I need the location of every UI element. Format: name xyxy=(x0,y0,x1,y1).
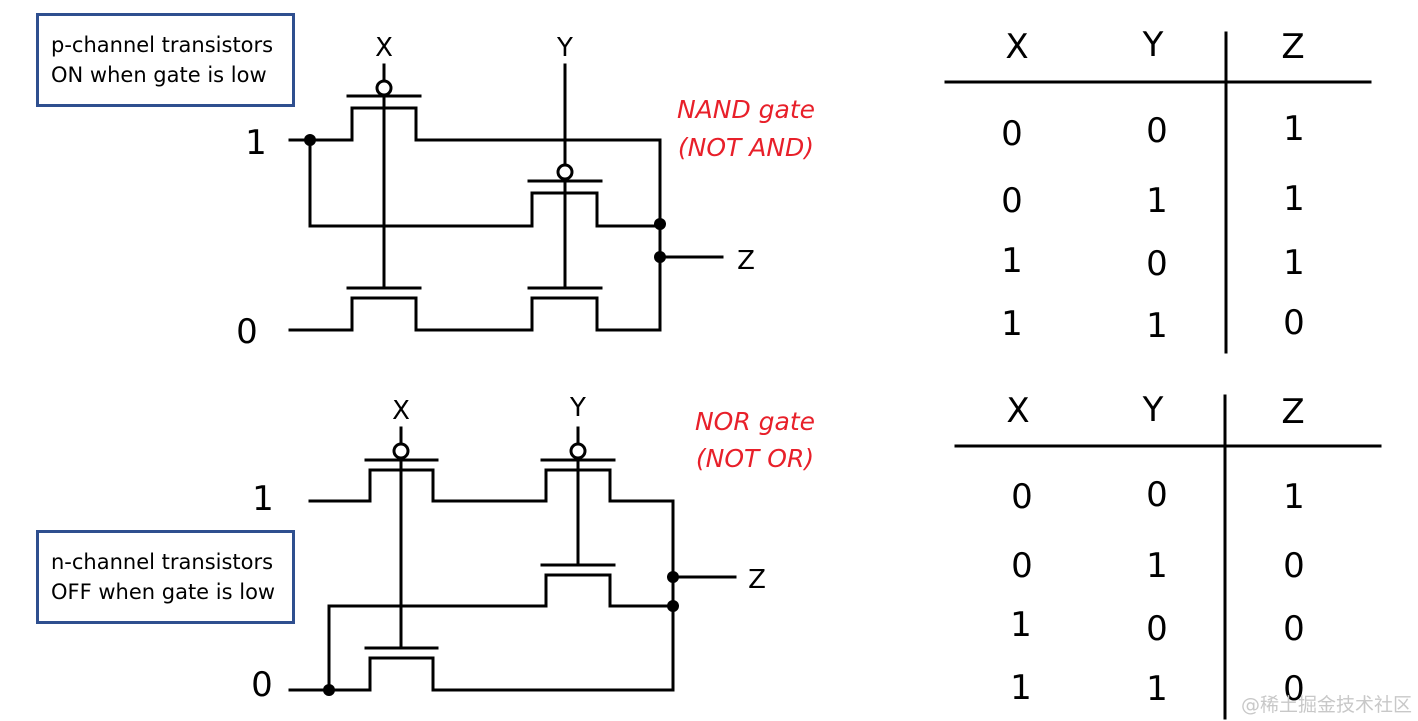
nand-cell: 1 xyxy=(1283,109,1305,149)
nor-cell: 1 xyxy=(1283,477,1305,517)
nand-cell: 0 xyxy=(1146,244,1168,284)
nand-table-header-z: Z xyxy=(1281,27,1304,67)
nor-cell: 0 xyxy=(1283,609,1305,649)
nand-cell: 1 xyxy=(1001,241,1023,281)
nand-vdd-label: 1 xyxy=(245,123,267,163)
nor-cell: 1 xyxy=(1010,605,1032,645)
nor-gnd-label: 0 xyxy=(251,665,273,705)
nor-subtitle: (NOT OR) xyxy=(696,444,814,473)
nand-cell: 0 xyxy=(1283,303,1305,343)
nand-cell: 0 xyxy=(1001,181,1023,221)
nor-cell: 0 xyxy=(1146,475,1168,515)
nand-circuit xyxy=(288,63,724,332)
nand-cell: 1 xyxy=(1283,243,1305,283)
nand-vdd-branch xyxy=(308,138,662,228)
p-channel-note: p-channel transistors ON when gate is lo… xyxy=(36,13,295,107)
nor-y-label: Y xyxy=(569,393,586,423)
watermark: @稀土掘金技术社区 xyxy=(1240,694,1412,716)
nor-truth-table: X Y Z 0 0 1 0 1 0 1 0 0 1 1 0 xyxy=(1006,390,1304,709)
nor-pfet-x-bubble xyxy=(392,442,410,460)
nand-cell: 1 xyxy=(1283,179,1305,219)
nand-table-header-x: X xyxy=(1005,27,1028,67)
nor-mid-wire xyxy=(327,573,675,692)
p-channel-note-line2: ON when gate is low xyxy=(51,63,267,87)
n-channel-note: n-channel transistors OFF when gate is l… xyxy=(36,530,295,624)
nor-mid-junction xyxy=(667,600,679,612)
nand-pfet-x-bubble xyxy=(375,79,393,97)
nand-out-junction xyxy=(654,251,666,263)
nand-y-label: Y xyxy=(556,33,573,63)
nor-table-header-z: Z xyxy=(1281,392,1304,432)
nor-cell: 1 xyxy=(1146,669,1168,709)
nand-gnd-label: 0 xyxy=(236,312,258,352)
nor-cell: 0 xyxy=(1146,609,1168,649)
nor-cell: 0 xyxy=(1283,546,1305,586)
nand-cell: 0 xyxy=(1146,111,1168,151)
nor-x-label: X xyxy=(392,396,410,426)
nand-cell: 0 xyxy=(1001,114,1023,154)
n-channel-note-line1: n-channel transistors xyxy=(51,550,274,574)
nor-table-header-y: Y xyxy=(1142,390,1164,430)
nor-cell: 0 xyxy=(1011,546,1033,586)
nand-gnd-wire xyxy=(288,296,662,332)
nor-title: NOR gate xyxy=(695,407,815,436)
nor-vdd-label: 1 xyxy=(252,479,274,519)
nor-out-junction xyxy=(667,571,679,583)
junction-dots xyxy=(304,134,679,696)
nand-table-header-y: Y xyxy=(1142,25,1164,65)
nand-x-label: X xyxy=(375,33,393,63)
nor-vdd-wire xyxy=(308,468,675,608)
nand-truth-table: X Y Z 0 0 1 0 1 1 1 0 1 1 1 0 xyxy=(1001,25,1305,346)
nor-z-label: Z xyxy=(748,565,766,595)
nor-cell: 0 xyxy=(1011,477,1033,517)
nor-pfet-y-bubble xyxy=(569,442,587,460)
nor-cell: 1 xyxy=(1146,546,1168,586)
nor-gnd-wire xyxy=(288,604,675,692)
nand-vdd-junction xyxy=(304,134,316,146)
nor-cell: 1 xyxy=(1010,668,1032,708)
nor-cell: 0 xyxy=(1283,669,1305,709)
nand-pfet-y-bubble xyxy=(556,163,574,181)
nand-title: NAND gate xyxy=(677,95,815,124)
nand-cell: 1 xyxy=(1146,306,1168,346)
nand-vdd-wire xyxy=(288,106,662,228)
n-channel-note-line2: OFF when gate is low xyxy=(51,580,276,604)
nand-out-junction-top xyxy=(654,218,666,230)
nor-circuit xyxy=(288,426,737,692)
p-channel-note-line1: p-channel transistors xyxy=(51,33,274,57)
nand-subtitle: (NOT AND) xyxy=(678,133,814,162)
nand-z-label: Z xyxy=(737,246,755,276)
nand-cell: 1 xyxy=(1001,304,1023,344)
nand-cell: 1 xyxy=(1146,181,1168,221)
nor-gnd-junction xyxy=(323,684,335,696)
nor-table-header-x: X xyxy=(1006,391,1029,431)
